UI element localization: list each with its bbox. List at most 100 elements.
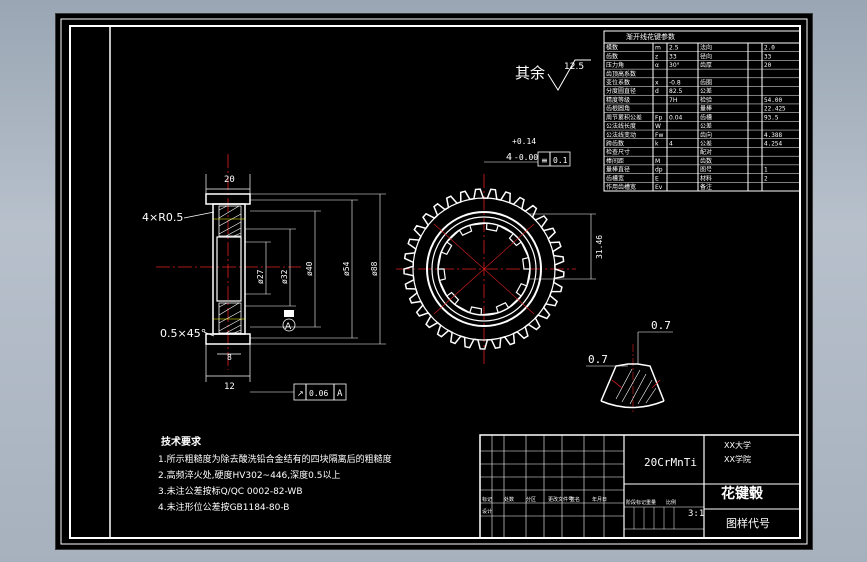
dim-d4: ø54 — [342, 261, 351, 276]
param-cell: 图号 — [700, 167, 712, 174]
param-cell: 公法线长度 — [606, 122, 636, 130]
param-cell: 跨齿数 — [606, 139, 624, 147]
param-value: 1 — [764, 167, 768, 174]
param-cell: 变位系数 — [606, 79, 630, 87]
param-cell: 齿向 — [700, 131, 712, 139]
dim-radial: 31.46 — [595, 235, 604, 259]
param-cell: 齿厚 — [700, 61, 712, 69]
tooth-detail-view: 0.7 0.7 — [586, 319, 673, 414]
param-cell: k — [655, 140, 659, 147]
roughness-value: 12.5 — [564, 62, 584, 72]
dim-chamfer: 0.5×45° — [160, 327, 206, 340]
param-cell: 作用齿槽宽 — [606, 183, 636, 191]
param-cell: 82.5 — [669, 88, 683, 95]
slot-tol-lower: -0.00 — [514, 153, 538, 162]
title-block: 标记处数分区更改文件号签名年月日设计阶段标记重量比例 20CrMnTi 花键毂 … — [479, 434, 801, 539]
tb-label: 分区 — [526, 496, 536, 503]
param-value: 54.00 — [764, 97, 782, 104]
param-cell: Fw — [655, 132, 663, 139]
param-cell: d — [655, 88, 659, 95]
roughness-icon — [547, 59, 591, 91]
slot-tol-upper: +0.14 — [512, 137, 536, 146]
param-cell: 周节累积公差 — [606, 113, 642, 121]
dim-width-bottom: 12 — [224, 382, 235, 392]
param-value: 33 — [764, 53, 772, 60]
param-cell: 法向 — [700, 44, 712, 52]
tb-label: 设计 — [482, 508, 492, 515]
param-cell: x — [655, 80, 659, 87]
param-value: 93.5 — [764, 114, 779, 121]
school-1: XX大学 — [724, 440, 751, 450]
datum-label: A — [285, 322, 292, 332]
param-cell: -0.8 — [669, 80, 681, 87]
param-cell: 齿圈 — [700, 79, 712, 87]
tb-label: 更改文件号 — [548, 496, 573, 503]
param-cell: 检验 — [700, 96, 712, 104]
spline-front-view: +0.14 4 -0.00 ≡ 0.1 31.46 — [396, 137, 604, 364]
param-value: 4.254 — [764, 140, 782, 147]
note-3: 3.未注公差按标Q/QC 0002-82-WB — [158, 485, 303, 497]
detail-dim-left: 0.7 — [588, 353, 608, 366]
drawing-no-label: 图样代号 — [726, 516, 770, 530]
dim-hub: 8 — [227, 353, 232, 362]
param-cell: Ev — [655, 184, 663, 191]
notes-title: 技术要求 — [161, 435, 202, 448]
param-cell: 压力角 — [606, 61, 624, 69]
technical-notes: 技术要求 1.所示粗糙度为除去酸洗铅合金结有的四块隔离后的粗糙度 2.高频淬火处… — [158, 435, 392, 513]
runout-tol: 0.06 — [309, 389, 328, 398]
scale: 3:1 — [688, 509, 704, 519]
outer-frame — [60, 18, 808, 545]
param-value: 22.425 — [764, 106, 786, 113]
param-cell: 齿根圆角 — [606, 105, 630, 113]
param-cell: Fp — [655, 114, 662, 121]
param-cell: 备注 — [700, 183, 712, 191]
param-cell: 公差 — [700, 139, 712, 147]
material: 20CrMnTi — [644, 456, 697, 469]
tb-label: 处数 — [504, 496, 514, 503]
tb-label: 标记 — [482, 496, 492, 503]
dim-d3: ø40 — [305, 261, 314, 276]
tb-label: 比例 — [666, 499, 676, 506]
param-cell: 径向 — [700, 52, 712, 60]
param-cell: 33 — [669, 53, 677, 60]
param-cell: 精度等级 — [606, 96, 630, 104]
school-2: XX学院 — [724, 454, 751, 464]
param-cell: 30° — [669, 62, 680, 69]
param-cell: α — [655, 62, 659, 69]
param-cell: M — [655, 158, 660, 165]
detail-dim-top: 0.7 — [651, 319, 671, 332]
dim-width-top: 20 — [224, 175, 235, 185]
param-cell: 公差 — [700, 87, 712, 95]
param-cell: 检查尺寸 — [606, 148, 630, 156]
symmetry-icon: ≡ — [541, 156, 548, 165]
param-cell: 公差 — [700, 122, 712, 130]
param-cell: 齿槽 — [700, 113, 712, 121]
param-value: 20 — [764, 62, 772, 69]
param-cell: z — [655, 53, 658, 60]
tb-label: 年月日 — [592, 496, 607, 503]
param-cell: 0.04 — [669, 114, 683, 121]
param-table-title: 渐开线花键参数 — [626, 32, 675, 41]
param-value: 2.0 — [764, 45, 775, 52]
param-cell: 分度圆直径 — [606, 87, 636, 95]
param-cell: 7H — [669, 97, 677, 104]
tb-label: 阶段标记 — [626, 499, 646, 506]
symmetry-tol: 0.1 — [553, 156, 568, 165]
param-cell: 棒间距 — [606, 157, 624, 165]
param-cell: m — [655, 45, 661, 52]
param-cell: 2.5 — [669, 45, 679, 52]
param-cell: dp — [655, 167, 663, 174]
gear-teeth — [403, 188, 565, 350]
param-cell: 材料 — [700, 174, 712, 182]
param-cell: 量棒 — [700, 105, 712, 113]
tb-label: 签名 — [570, 496, 580, 503]
runout-icon: ↗ — [297, 389, 304, 398]
tb-label: 重量 — [646, 499, 656, 506]
hub-section-view: 20 4×R0.5 0.5×45° 8 12 ø27 ø32 ø40 ø54 — [142, 154, 386, 401]
runout-ref: A — [337, 389, 343, 399]
param-cell: W — [655, 123, 661, 130]
inner-frame — [69, 25, 801, 539]
inner-spline — [437, 222, 531, 316]
